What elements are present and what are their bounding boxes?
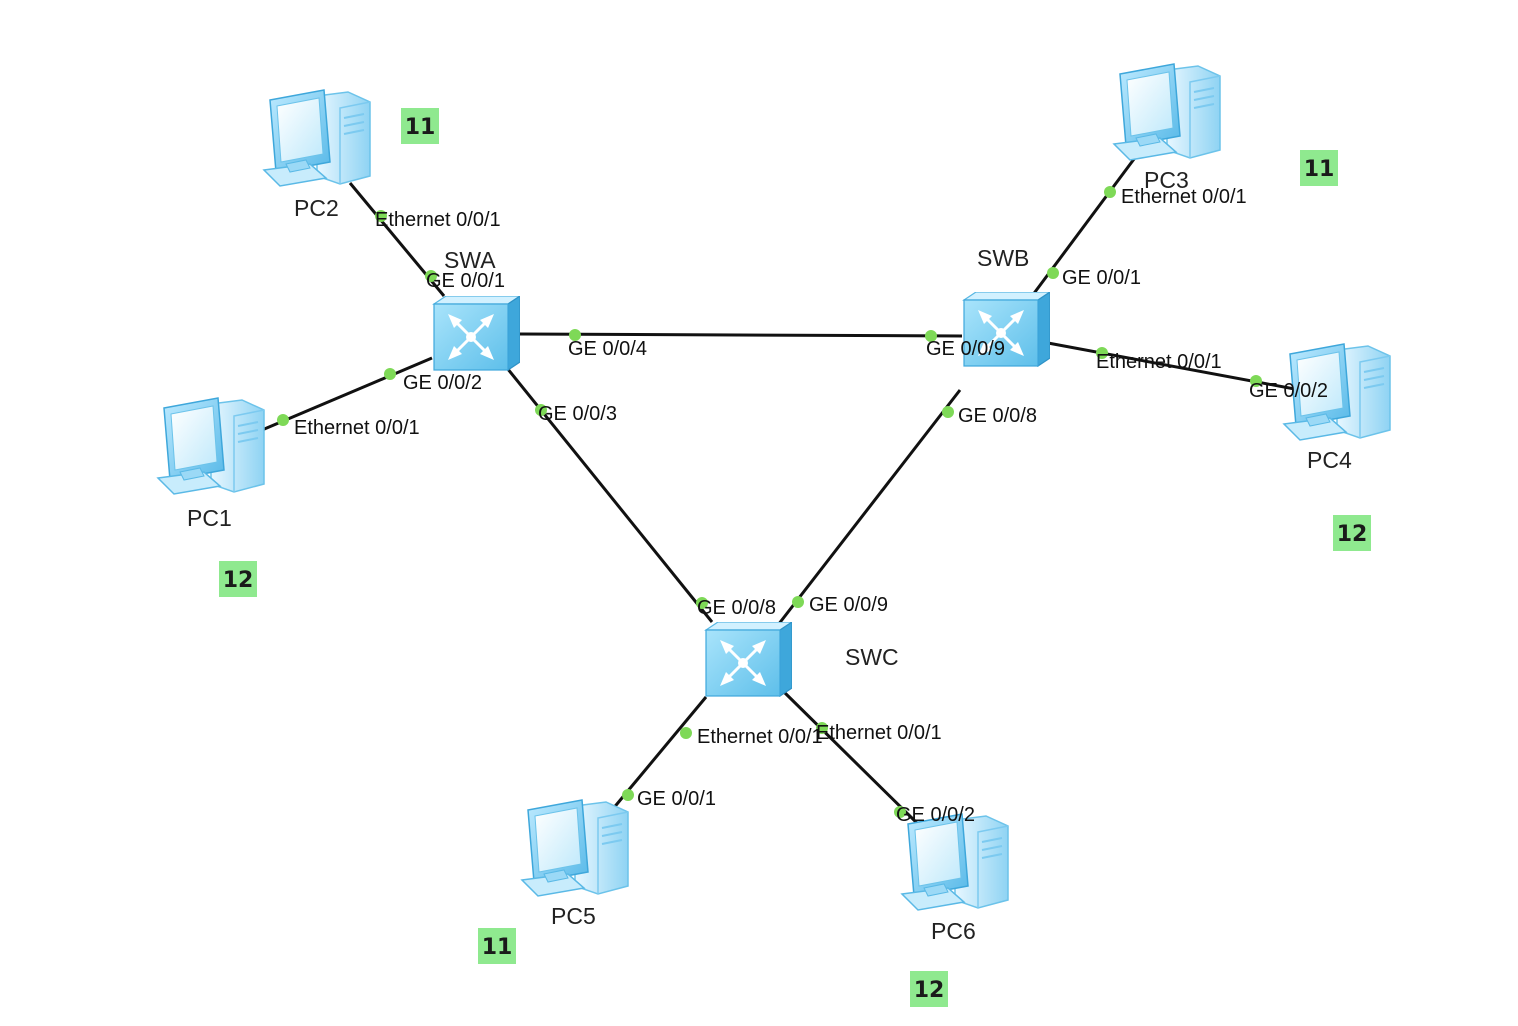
vlan-tag-pc1: 12 [219, 561, 257, 597]
vlan-tag-bg-pc4 [1333, 515, 1371, 551]
vlan-tag-text-pc2: 11 [405, 115, 436, 140]
vlan-tag-bg-pc6 [910, 971, 948, 1007]
vlan-tag-pc5: 11 [478, 928, 516, 964]
vlan-tag-bg-pc3 [1300, 150, 1338, 186]
port-dot-swb-swc-b[interactable] [792, 596, 804, 608]
switch-label-swb: SWB [977, 245, 1029, 271]
pc-pc3[interactable]: PC3 [1113, 63, 1221, 193]
pc-icon [901, 813, 1009, 911]
port-dot-swa-swc-b[interactable] [696, 597, 708, 609]
pc-label-pc5: PC5 [551, 903, 596, 929]
port-label-pc3-swb-b: GE 0/0/1 [1062, 267, 1141, 289]
port-label-pc5-swc-b: GE 0/0/1 [637, 788, 716, 810]
port-dot-pc3-swb-a[interactable] [1104, 186, 1116, 198]
switch-swc[interactable]: SWC [704, 622, 899, 697]
vlan-tag-bg-pc2 [401, 108, 439, 144]
port-dot-swb-swc-a[interactable] [942, 406, 954, 418]
port-dot-pc5-swc-a[interactable] [680, 727, 692, 739]
port-label-pc4-swb-b: GE 0/0/2 [1249, 380, 1328, 402]
port-dot-pc3-swb-b[interactable] [1047, 267, 1059, 279]
pc-icon [521, 799, 629, 897]
pc-label-pc4: PC4 [1307, 447, 1352, 473]
link-pc1-swa[interactable] [261, 356, 433, 432]
port-label-pc6-swc-a: Ethernet 0/0/1 [816, 722, 942, 744]
pc-pc2[interactable]: PC2 [263, 89, 371, 221]
port-dot-swa-swb-a[interactable] [569, 329, 581, 341]
switch-label-swc: SWC [845, 644, 899, 670]
switch-label-swa: SWA [444, 247, 496, 273]
port-label-pc3-swb-a: Ethernet 0/0/1 [1121, 186, 1247, 208]
switch-swa[interactable]: SWA [432, 247, 520, 371]
port-dot-swa-swc-a[interactable] [535, 404, 547, 416]
vlan-tag-text-pc3: 11 [1304, 157, 1335, 182]
pc-label-pc2: PC2 [294, 195, 339, 221]
pc-label-pc3: PC3 [1144, 167, 1189, 193]
port-label-pc4-swb-a: Ethernet 0/0/1 [1096, 351, 1222, 373]
pc-icon [263, 89, 371, 187]
port-dot-pc5-swc-b[interactable] [622, 789, 634, 801]
port-label-swb-swc-a: GE 0/0/8 [958, 405, 1037, 427]
switch-icon [704, 622, 792, 697]
link-pc6-swc[interactable] [782, 690, 922, 828]
port-label-swa-swc-a: GE 0/0/3 [538, 403, 617, 425]
link-swa-swb[interactable] [519, 332, 963, 338]
port-label-pc5-swc-a: Ethernet 0/0/1 [697, 726, 823, 748]
vlan-tag-bg-pc5 [478, 928, 516, 964]
vlan-tags-layer: 11 12 11 12 11 12 [219, 108, 1371, 1007]
port-dot-pc4-swb-a[interactable] [1096, 347, 1108, 359]
pc-pc5[interactable]: PC5 [521, 799, 629, 929]
pc-icon [157, 397, 265, 495]
port-dot-pc6-swc-a[interactable] [816, 722, 828, 734]
pc-icon [1113, 63, 1221, 161]
vlan-tag-pc2: 11 [401, 108, 439, 144]
vlan-tag-text-pc6: 12 [914, 978, 945, 1003]
port-dot-pc2-swa-b[interactable] [425, 270, 437, 282]
port-dot-pc1-swa-b[interactable] [384, 368, 396, 380]
port-label-pc6-swc-b: GE 0/0/2 [896, 804, 975, 826]
port-dot-pc1-swa-a[interactable] [277, 414, 289, 426]
port-dot-pc4-swb-b[interactable] [1250, 375, 1262, 387]
vlan-tag-text-pc1: 12 [223, 568, 254, 593]
vlan-tag-text-pc4: 12 [1337, 522, 1368, 547]
port-label-swb-swc-b: GE 0/0/9 [809, 594, 888, 616]
vlan-tag-text-pc5: 11 [482, 935, 513, 960]
port-label-pc1-swa-b: GE 0/0/2 [403, 372, 482, 394]
port-label-swa-swb-b: GE 0/0/9 [926, 338, 1005, 360]
vlan-tag-pc6: 12 [910, 971, 948, 1007]
port-label-pc1-swa-a: Ethernet 0/0/1 [294, 417, 420, 439]
vlan-tag-bg-pc1 [219, 561, 257, 597]
pc-pc6[interactable]: PC6 [901, 813, 1009, 944]
port-dot-swa-swb-b[interactable] [925, 330, 937, 342]
port-dots-layer [277, 186, 1262, 818]
vlan-tag-pc3: 11 [1300, 150, 1338, 186]
port-label-pc2-swa-b: GE 0/0/1 [426, 270, 505, 292]
vlan-tag-pc4: 12 [1333, 515, 1371, 551]
pc-label-pc6: PC6 [931, 918, 976, 944]
port-label-pc2-swa-a: Ethernet 0/0/1 [375, 209, 501, 231]
link-swb-swc[interactable] [776, 389, 962, 626]
port-label-swa-swb-a: GE 0/0/4 [568, 338, 647, 360]
pc-pc4[interactable]: PC4 [1283, 343, 1391, 473]
pc-pc1[interactable]: PC1 [157, 397, 265, 531]
port-dot-pc6-swc-b[interactable] [894, 806, 906, 818]
port-dot-pc2-swa-a[interactable] [375, 210, 387, 222]
switch-icon [432, 296, 520, 371]
port-label-swa-swc-b: GE 0/0/8 [697, 597, 776, 619]
pc-label-pc1: PC1 [187, 505, 232, 531]
switch-swb[interactable]: SWB [962, 245, 1050, 367]
